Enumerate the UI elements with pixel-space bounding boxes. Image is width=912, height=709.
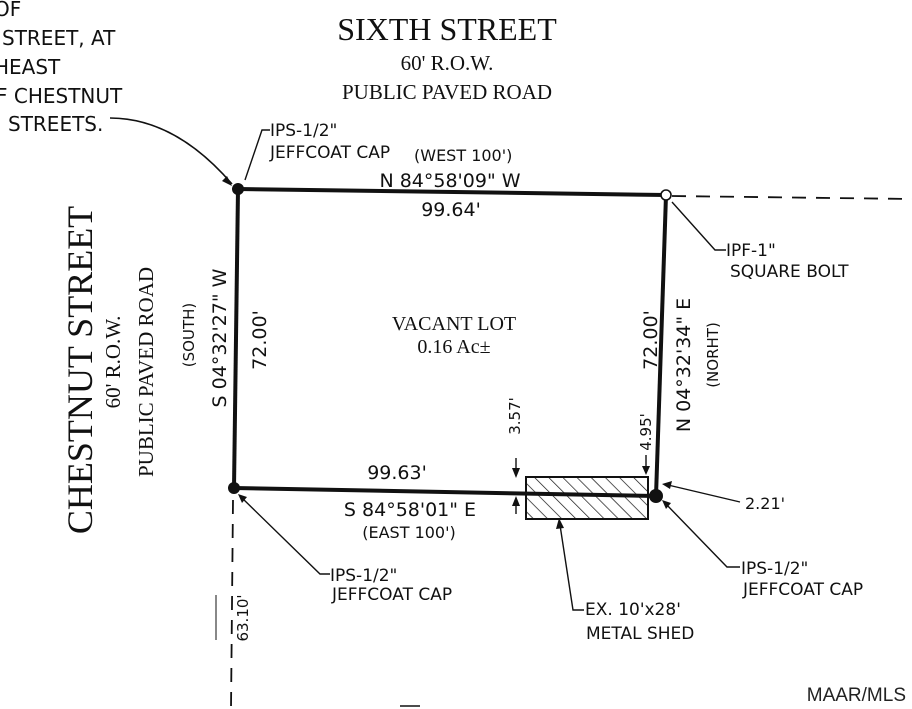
se-corner-pin [649,489,663,503]
shed-dim-arrow-down [512,468,520,478]
chestnut-street-label: CHESTNUT STREET 60' R.O.W. PUBLIC PAVED … [60,206,158,534]
se-pin-desc: JEFFCOAT CAP [742,580,863,600]
sw-leader-arrow [238,494,247,503]
sw-leader [240,496,330,575]
north-bearing: N 84°58'09" W [379,170,520,192]
metal-shed [525,476,649,520]
shed-east-dim: 4.95' [637,413,655,451]
north-road-type: PUBLIC PAVED ROAD [342,80,552,104]
note-line-2: STREET, AT [2,26,116,50]
offset-dim: 63.10' [234,594,252,641]
corner-dim-leader [667,484,741,503]
south-distance: 99.63' [367,462,427,484]
corner-dim-text: 2.21' [745,494,785,513]
north-road-name: SIXTH STREET [337,11,557,47]
west-road-row: 60' R.O.W. [101,316,125,409]
nw-corner-pin [232,183,244,195]
shed-leader [559,524,584,611]
nw-pin-type: IPS-1/2" [270,121,337,141]
ne-corner-pin [660,189,672,201]
sixth-street-label: SIXTH STREET 60' R.O.W. PUBLIC PAVED ROA… [337,11,557,104]
se-pin-type: IPS-1/2" [741,559,808,579]
south-note: (EAST 100') [362,523,456,542]
east-bearing: N 04°32'34" E [673,298,695,432]
ne-pin-desc: SQUARE BOLT [730,262,849,282]
north-line [237,187,667,197]
corner-dim-arrow [662,481,672,489]
east-distance: 72.00' [640,310,662,370]
note-leader-arrow [222,176,232,186]
intersection-note: OF STREET, AT HEAST F CHESTNUT STREETS. [0,0,123,136]
shed-leader-arrow [556,518,564,529]
note-line-5: STREETS. [8,112,103,136]
sw-pin-desc: JEFFCOAT CAP [331,585,452,605]
north-note: (WEST 100') [414,146,512,165]
west-bearing: S 04°32'27" W [209,268,231,407]
lot-label: VACANT LOT [392,313,516,335]
mls-watermark: MAAR/MLS [807,685,906,706]
note-line-1: OF [0,0,21,21]
row-extension-dashed [671,195,912,200]
west-note: (SOUTH) [180,303,198,367]
west-road-type: PUBLIC PAVED ROAD [134,267,158,477]
shed-east-dim-arrow [642,466,650,475]
se-leader-arrow [662,500,671,509]
north-road-row: 60' R.O.W. [401,51,494,75]
se-leader [663,501,740,568]
note-line-4: F CHESTNUT [0,84,123,108]
ne-leader [671,201,726,251]
west-line [232,188,240,489]
chestnut-row-dashed [230,499,234,709]
ne-pin-type: IPF-1" [726,241,776,261]
east-line [654,194,668,497]
west-road-name: CHESTNUT STREET [60,206,100,534]
south-bearing: S 84°58'01" E [344,499,476,521]
note-leader [109,117,233,185]
shed-size: EX. 10'x28' [585,600,681,620]
north-distance: 99.64' [421,199,481,221]
east-note: (NORHT) [704,322,722,388]
note-line-3: HEAST [0,55,61,79]
nw-leader [244,129,270,181]
sw-corner-pin [228,482,240,494]
west-distance: 72.00' [249,310,271,370]
nw-pin-desc: JEFFCOAT CAP [269,143,390,163]
sw-pin-type: IPS-1/2" [330,566,397,586]
shed-dim-text: 3.57' [506,397,524,435]
lot-area: 0.16 Ac± [417,336,490,358]
shed-dim-arrow-up [512,496,520,506]
shed-desc: METAL SHED [586,624,694,644]
